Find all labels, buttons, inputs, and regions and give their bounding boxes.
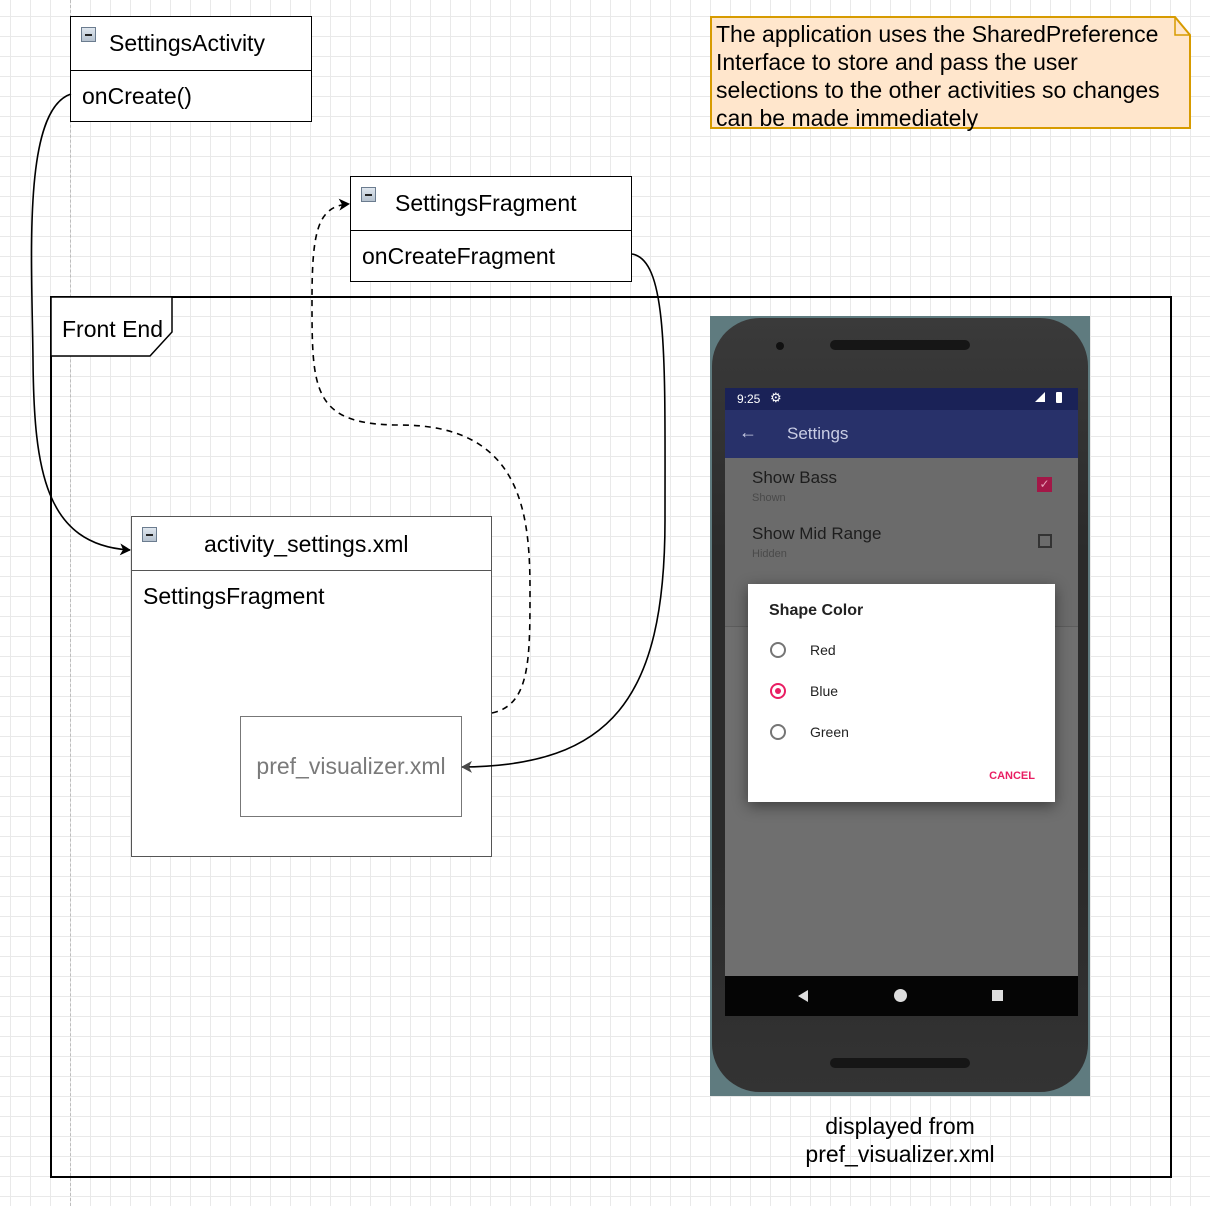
option-label: Green [810,724,849,740]
signal-icon [1035,392,1045,402]
app-bar: ← Settings [725,410,1078,458]
oncreate-connector [30,93,131,556]
speaker-top [830,340,970,350]
note-line: can be made immediately [716,105,979,131]
checkbox-checked[interactable]: ✓ [1037,477,1052,492]
settings-fragment-method: onCreateFragment [362,242,556,269]
note-line: The application uses the SharedPreferenc… [716,21,1159,47]
pref-summary: Shown [752,492,786,504]
back-arrow-icon[interactable]: ← [739,422,757,442]
back-triangle-icon[interactable] [798,990,808,1002]
option-label: Red [810,642,836,658]
app-bar-title: Settings [787,424,849,443]
radio-unselected[interactable] [770,724,786,740]
cancel-button[interactable]: CANCEL [989,770,1035,782]
nav-bar [725,976,1078,1016]
activity-settings-title: activity_settings.xml [204,531,409,557]
settings-fragment-header: SettingsFragment [351,177,631,231]
activity-settings-content: SettingsFragment [143,583,325,609]
note-line: selections to the other activities so ch… [716,77,1160,103]
battery-icon [1056,392,1062,403]
collapse-icon[interactable] [142,527,157,542]
pref-row-show-bass[interactable]: Show Bass Shown ✓ [725,458,1078,515]
collapse-icon[interactable] [361,187,376,202]
lifeline [70,0,71,1206]
dialog-option-green[interactable]: Green [748,718,1055,748]
pref-title: Show Mid Range [752,524,882,543]
frame-label: Front End [62,316,163,342]
phone-screenshot: 9:25 ⚙ ← Settings Show Bass Shown ✓ Show… [710,316,1090,1096]
recents-square-icon[interactable] [992,990,1003,1001]
settings-activity-header: SettingsActivity [71,17,311,71]
front-camera [776,342,784,350]
pref-summary: Hidden [752,548,787,560]
status-bar: 9:25 ⚙ [725,388,1078,410]
dashed-connector [311,198,531,714]
pref-title: Show Bass [752,468,838,487]
settings-activity-method: onCreate() [82,82,192,109]
settings-activity-class[interactable]: SettingsActivity onCreate() [70,16,312,122]
dialog-title: Shape Color [769,602,864,619]
oncreatefragment-connector [461,253,666,773]
pref-visualizer-box[interactable]: pref_visualizer.xml [240,716,462,817]
phone-caption: displayed from pref_visualizer.xml [740,1112,1060,1168]
frame-label-tab [50,296,173,357]
collapse-icon[interactable] [81,27,96,42]
note-line: Interface to store and pass the user [716,49,1078,75]
dialog-option-red[interactable]: Red [748,636,1055,666]
radio-selected[interactable] [770,683,786,699]
note-shape [710,16,1191,129]
front-end-frame [50,296,1172,1178]
note-text: The application uses the SharedPreferenc… [716,20,1191,132]
shape-color-dialog: Shape Color Red Blue Green CANCEL [748,584,1055,802]
pref-visualizer-label: pref_visualizer.xml [256,753,446,779]
settings-fragment-title: SettingsFragment [395,190,577,216]
option-label: Blue [810,683,839,699]
settings-activity-title: SettingsActivity [109,30,265,56]
home-circle-icon[interactable] [894,989,907,1002]
gear-icon: ⚙ [770,390,782,405]
radio-unselected[interactable] [770,642,786,658]
dialog-option-blue[interactable]: Blue [748,677,1055,707]
checkbox-unchecked[interactable] [1038,534,1052,548]
pref-row-show-mid-range[interactable]: Show Mid Range Hidden [725,514,1078,571]
activity-settings-header: activity_settings.xml [132,517,491,571]
caption-line: displayed from [825,1113,975,1139]
phone-screen: 9:25 ⚙ ← Settings Show Bass Shown ✓ Show… [725,388,1078,1016]
speaker-bottom [830,1058,970,1068]
status-time: 9:25 [737,392,761,406]
phone-body: 9:25 ⚙ ← Settings Show Bass Shown ✓ Show… [712,318,1088,1092]
settings-fragment-class[interactable]: SettingsFragment onCreateFragment [350,176,632,282]
caption-line: pref_visualizer.xml [805,1141,995,1167]
